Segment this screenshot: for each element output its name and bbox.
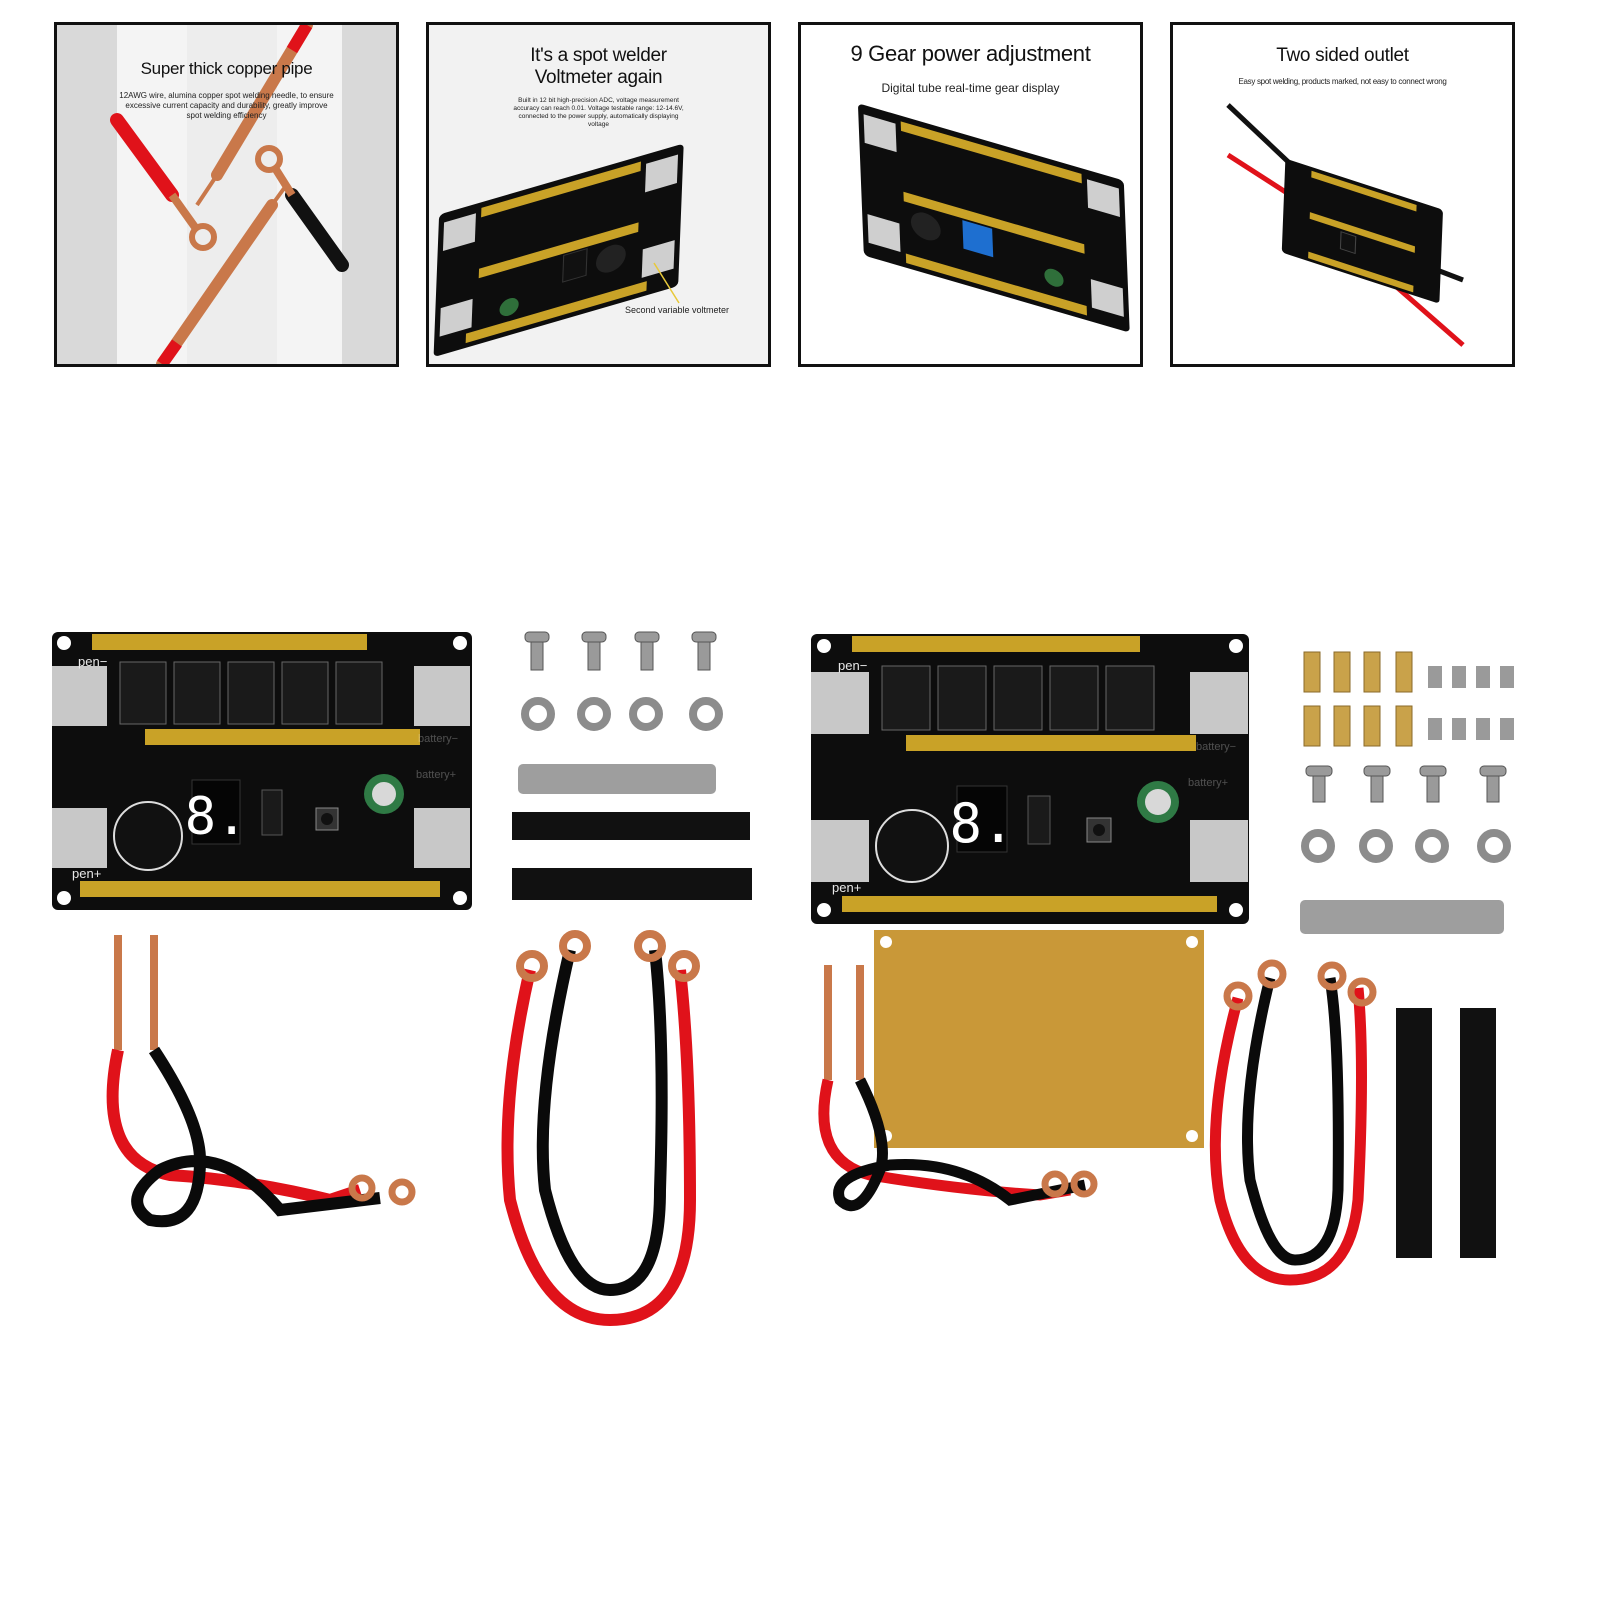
buzzer [113, 801, 183, 871]
panel-description: Built in 12 bit high-precision ADC, volt… [513, 97, 684, 129]
welding-pen-cables [106, 935, 416, 1228]
display-digit: 8. [949, 792, 1014, 855]
spot-welding-needle-lower [156, 199, 278, 364]
panel-description: 12AWG wire, alumina copper spot welding … [119, 91, 334, 120]
pen-plus-label: pen+ [832, 880, 861, 895]
heat-shrink-tube [1460, 1008, 1496, 1258]
panel-title: 9 Gear power adjustment [850, 41, 1091, 66]
gold-busbar [852, 636, 1140, 652]
panel-title-line1: It's a spot welder [530, 45, 667, 66]
gold-busbar [92, 634, 367, 650]
copper-pad [811, 820, 869, 882]
buzzer [875, 809, 949, 883]
gear-board-illustration [801, 25, 1140, 364]
pcb-board: 8. pen− pen+ battery− battery+ [811, 634, 1249, 924]
brass-standoffs [1303, 651, 1413, 747]
battery-minus-label: battery− [418, 733, 458, 745]
copper-pad [1190, 820, 1248, 882]
ring-terminal [189, 223, 217, 251]
mosfet-row [881, 665, 1155, 731]
ic-chip [1027, 795, 1051, 845]
copper-pad [52, 666, 107, 726]
kit-basic: 8. pen− pen+ battery− battery+ [0, 600, 800, 1400]
display-digit: 8. [185, 787, 248, 847]
kit-deluxe: 8. pen− pen+ battery− battery+ [800, 600, 1600, 1400]
copper-pad [414, 808, 470, 868]
panel-description: Digital tube real-time gear display [881, 81, 1060, 95]
battery-minus-label: battery− [1196, 741, 1236, 753]
pcb-board: 8. pen− pen+ battery− battery+ [52, 632, 472, 910]
battery-cables [501, 930, 700, 1327]
voltmeter-callout: Second variable voltmeter [625, 305, 730, 315]
panel-title: Super thick copper pipe [140, 59, 313, 78]
nuts [521, 697, 723, 731]
heat-shrink-tube [512, 812, 750, 840]
copper-pad [52, 808, 107, 868]
battery-plus-label: battery+ [416, 769, 456, 781]
gold-busbar [906, 735, 1196, 751]
copper-pad [811, 672, 869, 734]
feature-panel-two-sided-outlet: Two sided outlet Easy spot welding, prod… [1170, 22, 1515, 367]
copper-pad [1190, 672, 1248, 734]
black-wire [285, 188, 349, 272]
mosfet-row [119, 661, 383, 725]
screws [524, 631, 717, 671]
metal-clip [518, 764, 716, 794]
gold-busbar [145, 729, 420, 745]
digit-display [191, 779, 241, 845]
digit-display [956, 785, 1008, 853]
pcb-board [858, 104, 1130, 332]
nuts [1301, 829, 1511, 863]
outlet-board-illustration [1173, 25, 1512, 364]
voltmeter-board-illustration [429, 25, 768, 364]
ic-chip [261, 789, 283, 836]
heat-shrink-tube [512, 868, 752, 900]
feature-panel-gear-adjustment: 9 Gear power adjustment Digital tube rea… [798, 22, 1143, 367]
spot-welding-needle [195, 25, 313, 207]
gold-busbar [842, 896, 1217, 912]
insulation-plate [874, 930, 1204, 1148]
screws [1305, 765, 1507, 803]
feature-panel-copper-pipe: Super thick copper pipe 12AWG wire, alum… [54, 22, 399, 367]
metal-clip [1300, 900, 1504, 934]
battery-plus-label: battery+ [1188, 777, 1228, 789]
red-wire [110, 113, 179, 202]
pen-minus-label: pen− [838, 658, 867, 673]
blue-display-module [962, 220, 994, 258]
copper-pipe-illustration [57, 25, 396, 364]
small-screws [1428, 666, 1514, 740]
copper-pad [414, 666, 470, 726]
panel-title: Two sided outlet [1276, 45, 1409, 66]
feature-panel-voltmeter: It's a spot welder Voltmeter again Built… [426, 22, 771, 367]
pen-plus-label: pen+ [72, 866, 101, 881]
pen-minus-label: pen− [78, 654, 107, 669]
heat-shrink-tube [1396, 1008, 1432, 1258]
gold-busbar [80, 881, 440, 897]
panel-description: Easy spot welding, products marked, not … [1238, 77, 1447, 86]
welding-pen-cables [818, 965, 1098, 1212]
panel-title-line2: Voltmeter again [534, 67, 663, 88]
battery-cables [1209, 959, 1377, 1286]
